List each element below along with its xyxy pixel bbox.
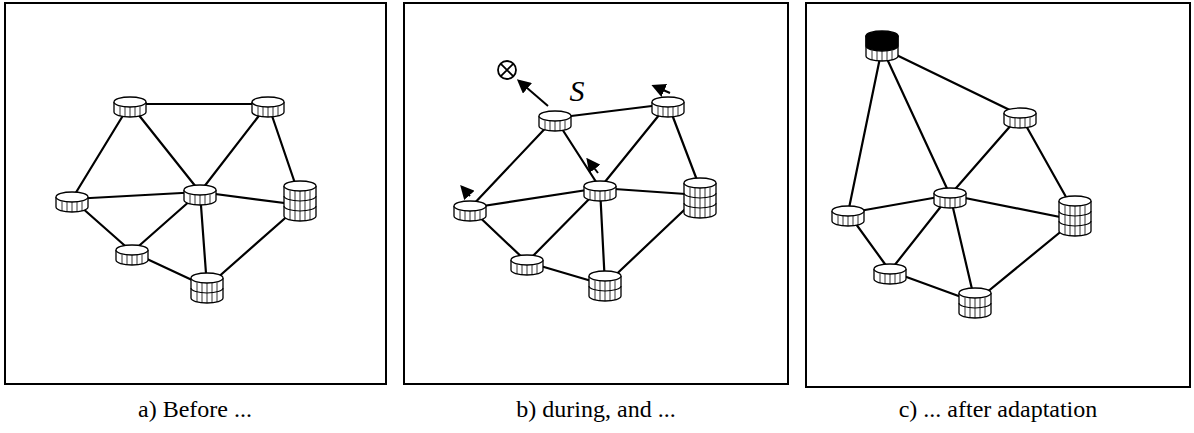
set-label: S: [570, 76, 585, 106]
panel-caption: c) ... after adaptation: [899, 397, 1098, 421]
panel-caption: a) Before ...: [138, 397, 252, 421]
panel-caption: b) during, and ...: [516, 397, 675, 421]
